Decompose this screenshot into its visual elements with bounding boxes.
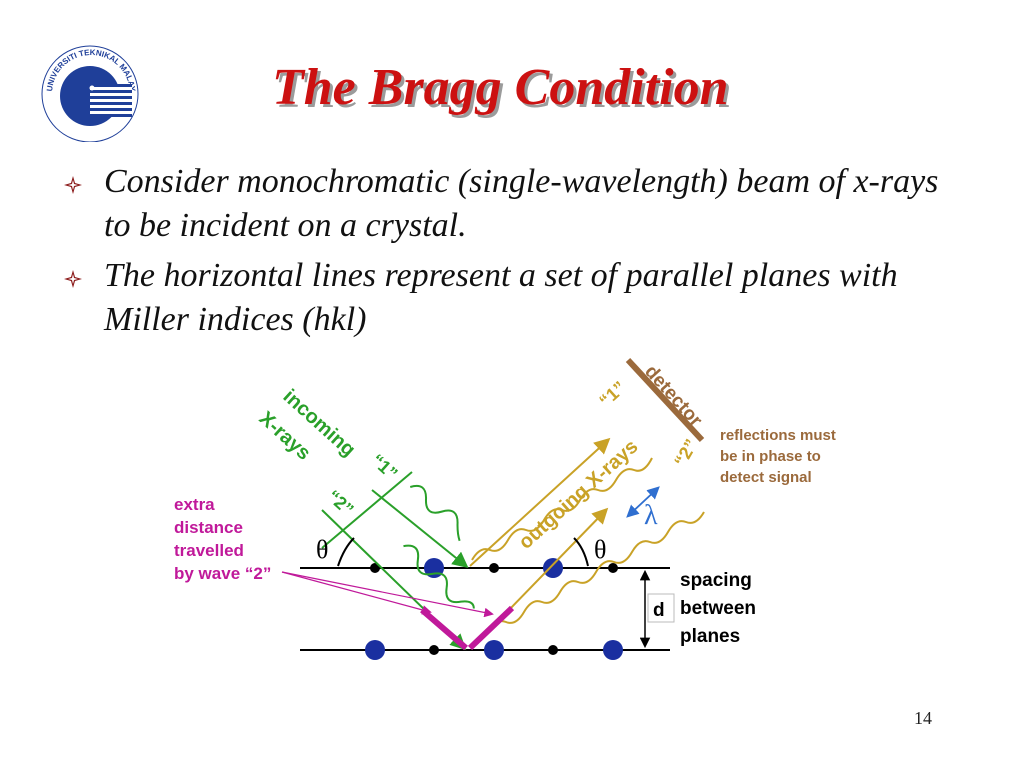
atom-small [370, 563, 380, 573]
theta-right: θ [594, 535, 606, 564]
outgoing-ray-1 [469, 437, 611, 567]
theta-left: θ [316, 535, 328, 564]
outgoing-label: outgoing X-rays [515, 436, 643, 554]
detector-label: detector [640, 361, 706, 431]
extra-pointer-2 [281, 571, 494, 618]
ray-2-out-label: “2” [670, 436, 701, 470]
diamond-bullet-icon [64, 176, 82, 194]
extra-distance-label: extra distance travelled by wave “2” [174, 495, 271, 583]
atom-small [548, 645, 558, 655]
atom-small [429, 645, 439, 655]
bullet-text: The horizontal lines represent a set of … [104, 257, 898, 338]
outgoing-wave-1 [471, 457, 653, 561]
ray-1-out-label: “1” [595, 377, 629, 411]
bullet-text: Consider monochromatic (single-wavelengt… [104, 163, 939, 244]
atom-large [365, 640, 385, 660]
incoming-wavefront [321, 471, 413, 549]
detector-bar [625, 357, 705, 443]
spacing-symbol: d [653, 600, 665, 621]
lambda-symbol: λ [644, 500, 658, 531]
extra-pointer-1 [281, 571, 432, 615]
ray-2-in-label: “2” [323, 486, 357, 520]
university-logo: UNIVERSITI TEKNIKAL MALAYSIA MELAKA [38, 38, 139, 142]
bullet-list: Consider monochromatic (single-wavelengt… [62, 160, 942, 348]
diamond-bullet-icon [64, 270, 82, 288]
spacing-box [647, 593, 675, 623]
slide-title: The Bragg Condition [272, 59, 729, 116]
incoming-wave-2 [403, 544, 475, 609]
lambda-arrow [626, 486, 660, 518]
ray-1-in-label: “1” [367, 450, 401, 484]
extra-path-out [467, 605, 515, 651]
atom-small [608, 563, 618, 573]
outgoing-wave-2 [487, 511, 705, 633]
incoming-wave-1 [409, 484, 461, 542]
phase-note: reflections must be in phase to detect s… [720, 427, 840, 486]
atom-large [484, 640, 504, 660]
extra-path-in [420, 607, 468, 651]
bullet-item: Consider monochromatic (single-wavelengt… [62, 160, 942, 248]
atom-large [543, 558, 563, 578]
theta-arc-left [337, 537, 355, 567]
incoming-ray-1 [371, 489, 469, 569]
spacing-label: spacing between planes [680, 570, 761, 647]
bullet-item: The horizontal lines represent a set of … [62, 254, 942, 342]
theta-arc-right [573, 537, 589, 567]
atom-large [603, 640, 623, 660]
page-number: 14 [914, 708, 932, 728]
atom-small [489, 563, 499, 573]
